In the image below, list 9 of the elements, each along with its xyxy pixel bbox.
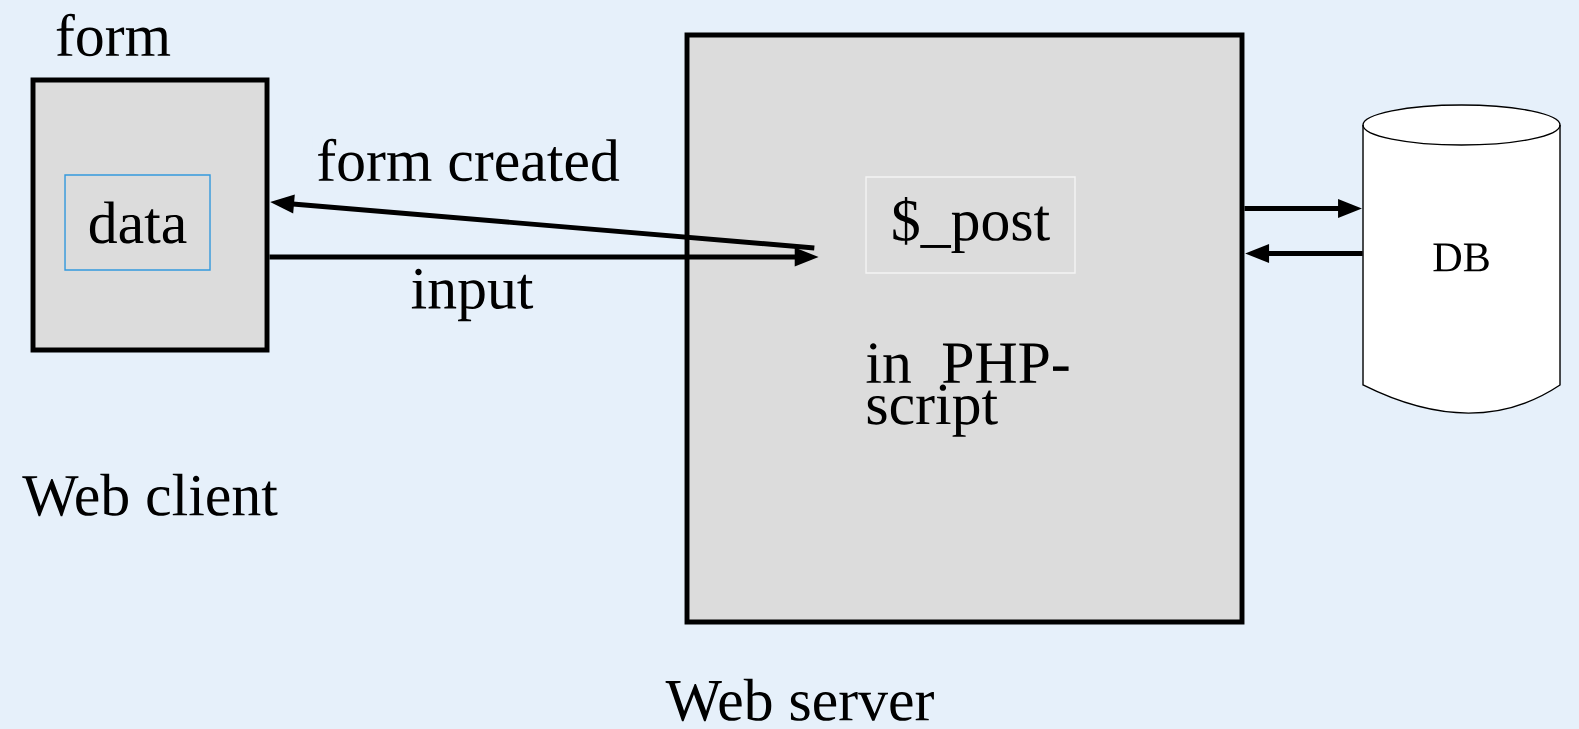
variable-box: $_post xyxy=(865,176,1076,274)
box-heading: form xyxy=(56,13,171,57)
box-caption: Web server xyxy=(665,678,934,722)
edge-label: form created xyxy=(312,135,624,185)
data-box: data xyxy=(64,174,211,271)
edge-label: input xyxy=(407,265,537,325)
box-text: in PHP-script xyxy=(866,343,1069,437)
box-caption: Web client xyxy=(22,473,278,517)
database-cylinder: DB xyxy=(1362,104,1561,414)
